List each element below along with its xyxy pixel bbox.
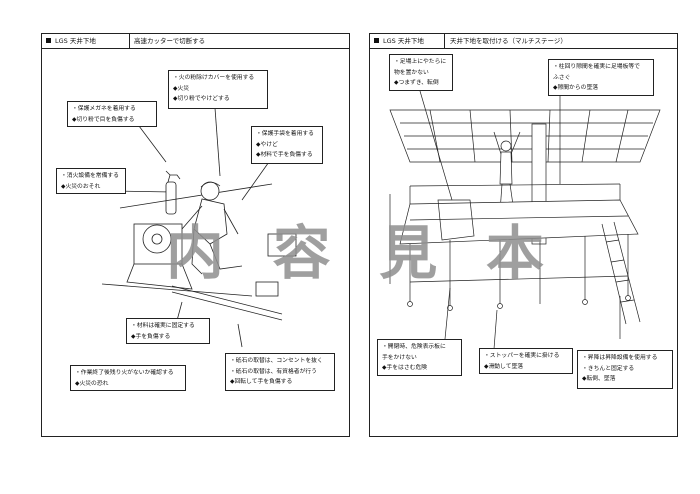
bullet-square-icon — [374, 37, 379, 43]
note-protective-gloves: ・保護手袋を着用する ◆やけど ◆材料で手を負傷する — [251, 126, 323, 164]
note-residual-fire: ・作業終了後残り火がないか確認する ◆火災の恐れ — [70, 365, 186, 391]
note-secure-material: ・材料は確実に固定する ◆手を負傷する — [126, 318, 210, 344]
note-stopper: ・ストッパーを確実に掛ける ◆滑動して墜落 — [479, 348, 573, 374]
left-header-tag: LGS 天井下地 — [42, 34, 130, 48]
bullet-square-icon — [46, 37, 51, 43]
right-header: LGS 天井下地 天井下地を取付ける（マルチステージ） — [370, 34, 677, 49]
left-header-title: 高速カッターで切断する — [134, 37, 206, 45]
cutter-illustration — [101, 107, 297, 348]
multistage-illustration — [389, 90, 661, 350]
note-cover-column-gap: ・柱回り隙間を確実に足場板等で ふさぐ ◆隙間からの墜落 — [548, 59, 654, 96]
left-page: LGS 天井下地 高速カッターで切断する — [41, 33, 350, 437]
note-keep-footing-clear: ・足場上にやたらに 物を置かない ◆つまずき、転倒 — [389, 54, 453, 91]
right-page: LGS 天井下地 天井下地を取付ける（マルチステージ） — [369, 33, 678, 437]
note-fire-extinguisher: ・消火設備を常備する ◆火災のおそれ — [56, 168, 126, 194]
note-warning-sign: ・開閉時、危険表示板に 手をかけない ◆手をはさむ危険 — [377, 339, 462, 376]
note-spark-cover: ・火の粉除けカバーを使用する ◆火災 ◆切り粉でやけどする — [168, 70, 268, 109]
note-safety-glasses: ・保護メガネを着用する ◆切り粉で目を負傷する — [67, 101, 157, 127]
right-header-tag: LGS 天井下地 — [370, 34, 445, 48]
left-header: LGS 天井下地 高速カッターで切断する — [42, 34, 349, 49]
note-ladder-use: ・昇降は昇降設備を使用する ・きちんと固定する ◆転倒、墜落 — [577, 350, 673, 389]
note-disc-replacement: ・砥石の取替は、コンセントを抜く ・砥石の取替は、有資格者が行う ◆回転して手を… — [225, 353, 335, 391]
right-header-title: 天井下地を取付ける（マルチステージ） — [450, 37, 567, 45]
